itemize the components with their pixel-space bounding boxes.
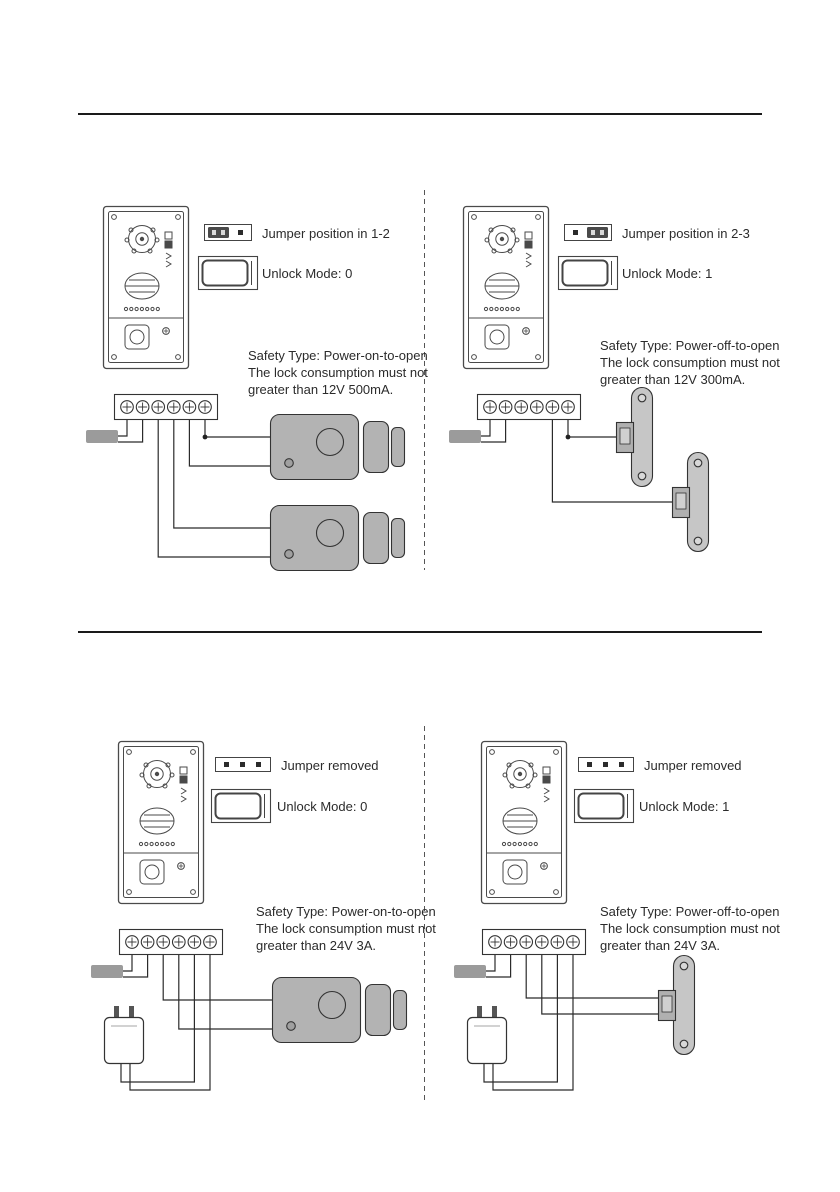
panel-bottom-left (91, 740, 408, 1091)
power-lead (86, 430, 118, 443)
power-lead (454, 965, 486, 978)
unlock-mode-label: Unlock Mode: 0 (277, 799, 368, 814)
jumper-position-2-3-icon (564, 224, 612, 241)
lock-wires (162, 955, 274, 1030)
power-wires (123, 955, 149, 978)
safety-note: Safety Type: Power-off-to-open The lock … (600, 903, 780, 954)
safety-line: The lock consumption must not (600, 355, 780, 370)
jumper-position-label: Jumper removed (644, 758, 742, 773)
wire-junction-dot (202, 434, 208, 440)
panel-top-right (449, 205, 710, 553)
door-station-illustration (480, 740, 568, 905)
unlock-mode-display (557, 255, 619, 291)
door-station-illustration (102, 205, 190, 370)
power-adapter (466, 1005, 508, 1065)
safety-line: Safety Type: Power-on-to-open (248, 348, 428, 363)
safety-line: greater than 24V 3A. (256, 938, 376, 953)
wire-junction-dot (565, 434, 571, 440)
unlock-mode-display (197, 255, 259, 291)
electric-strike-2 (671, 451, 710, 553)
jumper-removed-icon (215, 757, 271, 772)
safety-note: Safety Type: Power-off-to-open The lock … (600, 337, 780, 388)
lock-wires (525, 955, 662, 1015)
door-station-illustration (462, 205, 550, 370)
lock-wires (157, 420, 272, 558)
safety-line: Safety Type: Power-on-to-open (256, 904, 436, 919)
jumper-position-label: Jumper removed (281, 758, 379, 773)
terminal-block (118, 928, 224, 956)
electric-strike-1 (615, 386, 654, 488)
section-divider-top (78, 113, 762, 115)
jumper-removed-icon (578, 757, 634, 772)
safety-line: The lock consumption must not (256, 921, 436, 936)
safety-line: greater than 24V 3A. (600, 938, 720, 953)
power-wires (486, 955, 512, 978)
panel-top-left (86, 205, 406, 572)
power-adapter (103, 1005, 145, 1065)
terminal-block (476, 393, 582, 421)
jumper-position-1-2-icon (204, 224, 252, 241)
unlock-mode-display (573, 788, 635, 824)
adapter-cord (120, 955, 211, 1091)
door-station-illustration (117, 740, 205, 905)
jumper-position-label: Jumper position in 2-3 (622, 226, 750, 241)
power-lead (449, 430, 481, 443)
jumper-position-label: Jumper position in 1-2 (262, 226, 390, 241)
panel-bottom-right (454, 740, 696, 1091)
unlock-mode-label: Unlock Mode: 0 (262, 266, 353, 281)
power-lead (91, 965, 123, 978)
magnetic-lock (271, 976, 408, 1044)
safety-line: greater than 12V 300mA. (600, 372, 746, 387)
electric-strike (657, 954, 696, 1056)
power-wires (481, 420, 507, 443)
section-divider-middle (78, 631, 762, 633)
safety-line: Safety Type: Power-off-to-open (600, 904, 780, 919)
magnetic-lock-1 (269, 413, 406, 481)
terminal-block (481, 928, 587, 956)
safety-note: Safety Type: Power-on-to-open The lock c… (248, 347, 428, 398)
safety-line: The lock consumption must not (600, 921, 780, 936)
unlock-mode-label: Unlock Mode: 1 (639, 799, 730, 814)
terminal-block (113, 393, 219, 421)
unlock-mode-display (210, 788, 272, 824)
safety-note: Safety Type: Power-on-to-open The lock c… (256, 903, 436, 954)
safety-line: Safety Type: Power-off-to-open (600, 338, 780, 353)
safety-line: greater than 12V 500mA. (248, 382, 394, 397)
lock-wires (551, 420, 676, 503)
safety-line: The lock consumption must not (248, 365, 428, 380)
magnetic-lock-2 (269, 504, 406, 572)
adapter-cord (483, 955, 574, 1091)
unlock-mode-label: Unlock Mode: 1 (622, 266, 713, 281)
power-wires (118, 420, 144, 443)
